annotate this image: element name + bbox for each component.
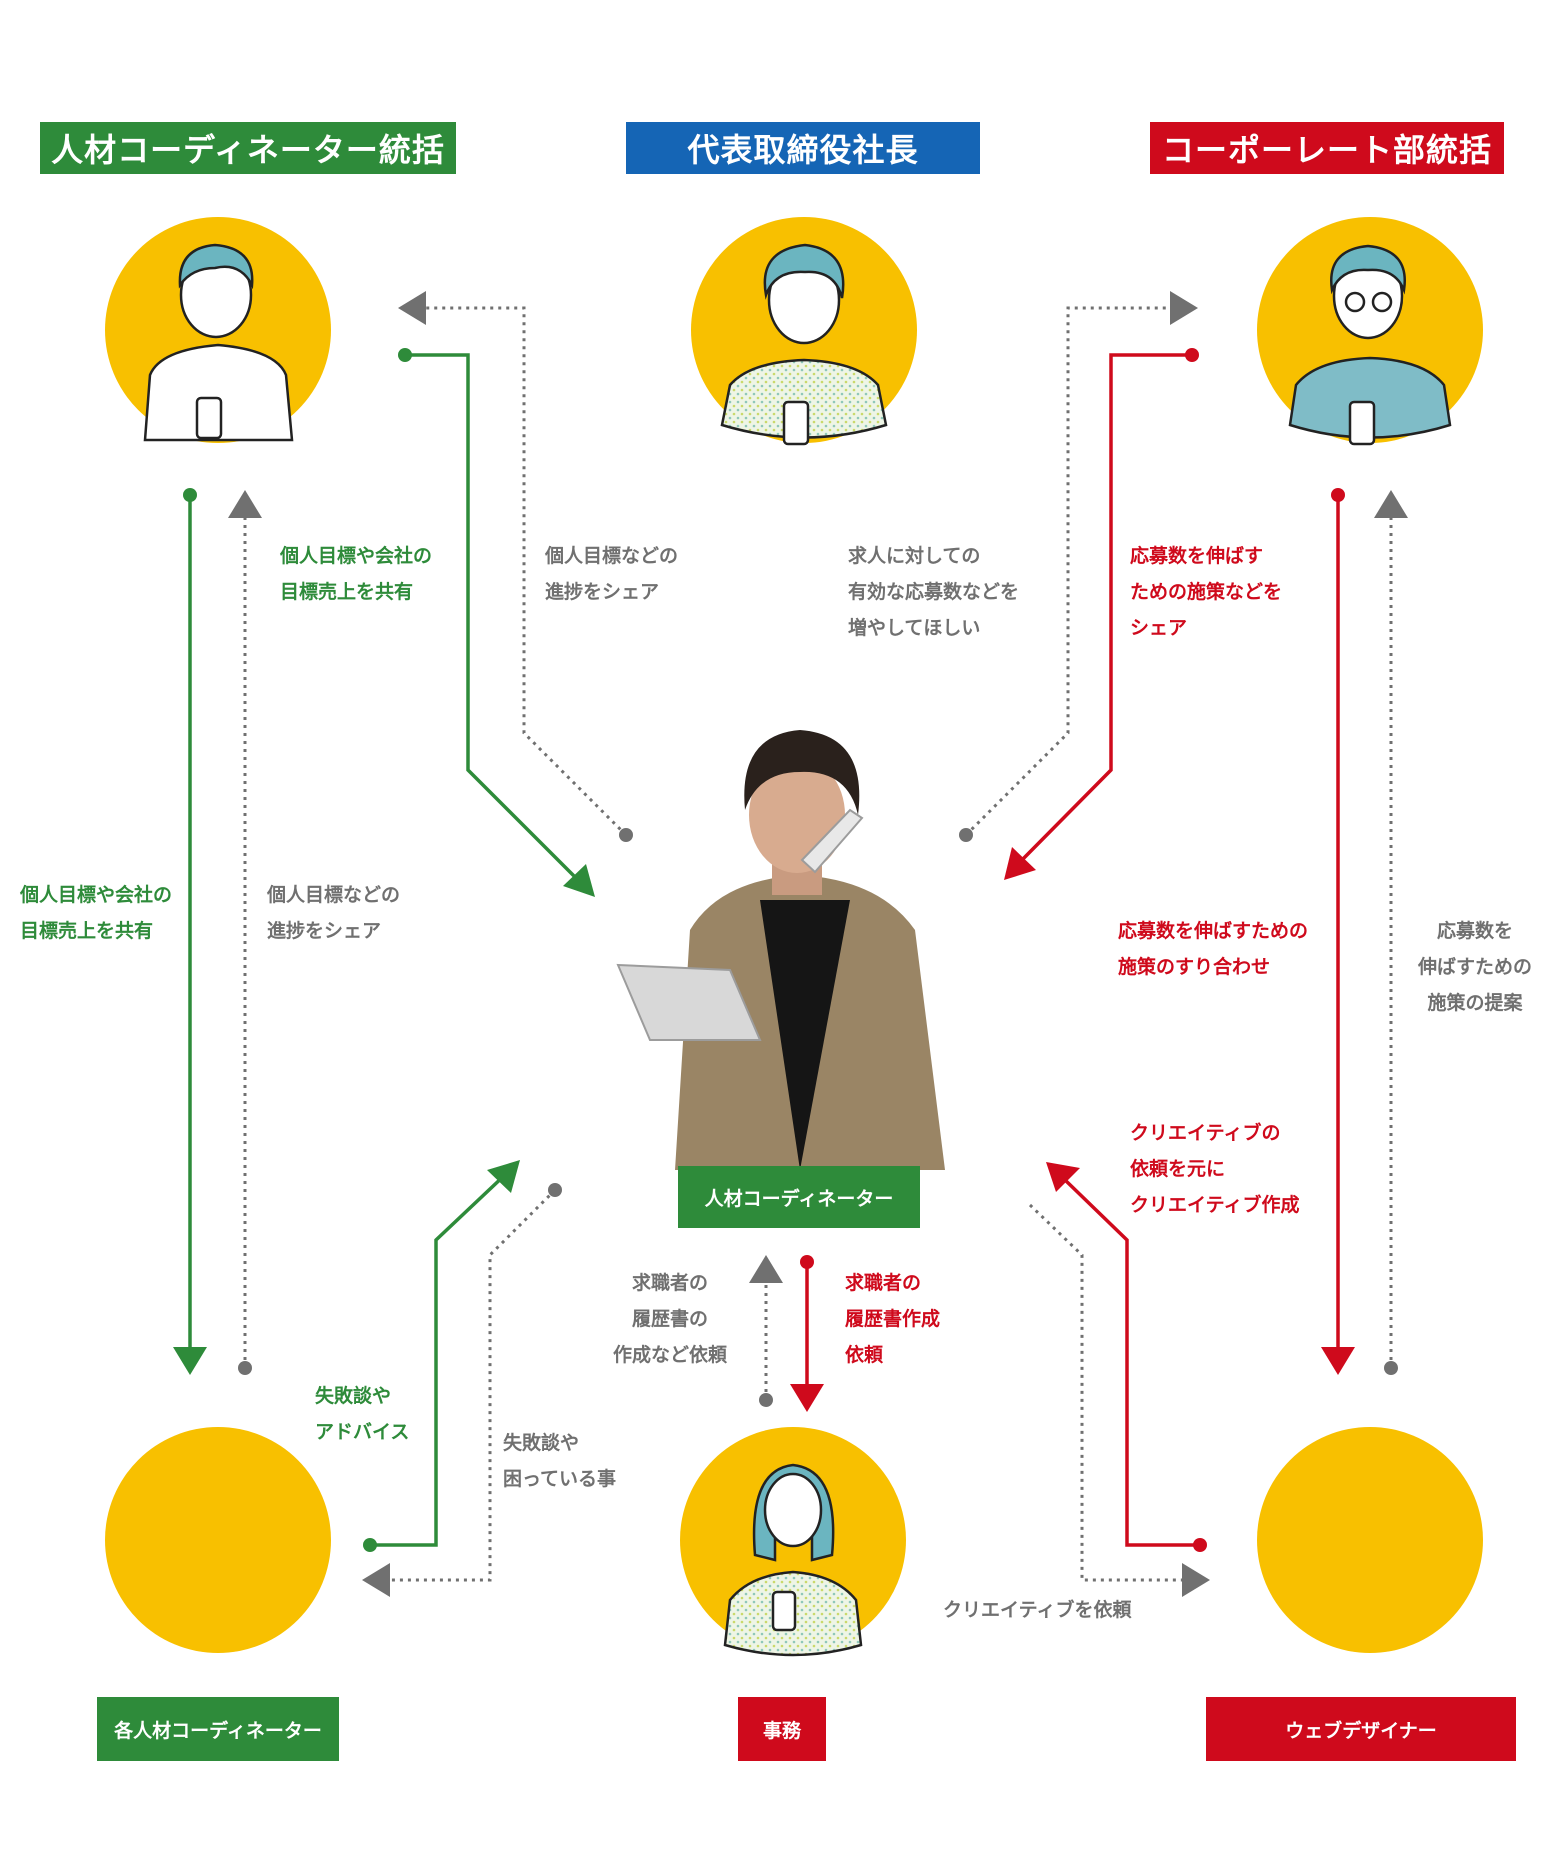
coordinators-circle <box>105 1427 331 1653</box>
annotation-right-gray: 応募数を伸ばすための施策の提案 <box>1417 920 1532 1014</box>
annotation-bottom-right-red: クリエイティブの依頼を元にクリエイティブ作成 <box>1130 1122 1300 1216</box>
annotation-left-green: 個人目標や会社の目標売上を共有 <box>20 884 173 942</box>
annotation-creative-request: クリエイティブを依頼 <box>943 1599 1132 1621</box>
annotation-bottom-left-gray: 失敗談や困っている事 <box>503 1432 617 1490</box>
president-illustration <box>720 243 888 446</box>
annotation-bottom-left-green: 失敗談やアドバイス <box>315 1385 410 1443</box>
president-label: 代表取締役社長 <box>626 122 980 174</box>
office-label: 事務 <box>738 1697 826 1761</box>
annotation-top-left-gray: 個人目標などの進捗をシェア <box>545 545 679 603</box>
gray-arrows <box>243 306 1393 1582</box>
coordinator-photo <box>616 730 945 1170</box>
head-corporate-label: コーポーレート部統括 <box>1150 122 1504 174</box>
annotation-right-red: 応募数を伸ばすための施策のすり合わせ <box>1118 920 1309 978</box>
head-coordinator-label: 人材コーディネーター統括 <box>40 122 456 174</box>
web-designer-label: ウェブデザイナー <box>1206 1697 1516 1761</box>
annotation-president-request: 求人に対しての有効な応募数などを増やしてほしい <box>848 545 1020 639</box>
green-arrowheads <box>173 348 595 1552</box>
green-arrows <box>188 353 580 1547</box>
gray-arrowheads <box>228 291 1408 1597</box>
office-illustration <box>723 1463 863 1657</box>
coordinators-label: 各人材コーディネーター <box>97 1697 339 1761</box>
head-corporate-illustration <box>1288 244 1452 446</box>
head-coordinator-illustration <box>143 243 294 442</box>
red-arrows <box>805 353 1340 1547</box>
web-designer-circle <box>1257 1427 1483 1653</box>
annotation-top-left-green: 個人目標や会社の目標売上を共有 <box>280 545 433 603</box>
annotation-top-right-red: 応募数を伸ばすための施策などをシェア <box>1130 545 1283 639</box>
annotation-office-gray: 求職者の履歴書の作成など依頼 <box>612 1272 727 1366</box>
red-arrowheads <box>790 348 1355 1552</box>
annotation-left-gray: 個人目標などの進捗をシェア <box>267 884 401 942</box>
coordinator-label: 人材コーディネーター <box>678 1166 920 1228</box>
annotation-office-red: 求職者の履歴書作成依頼 <box>845 1272 941 1366</box>
